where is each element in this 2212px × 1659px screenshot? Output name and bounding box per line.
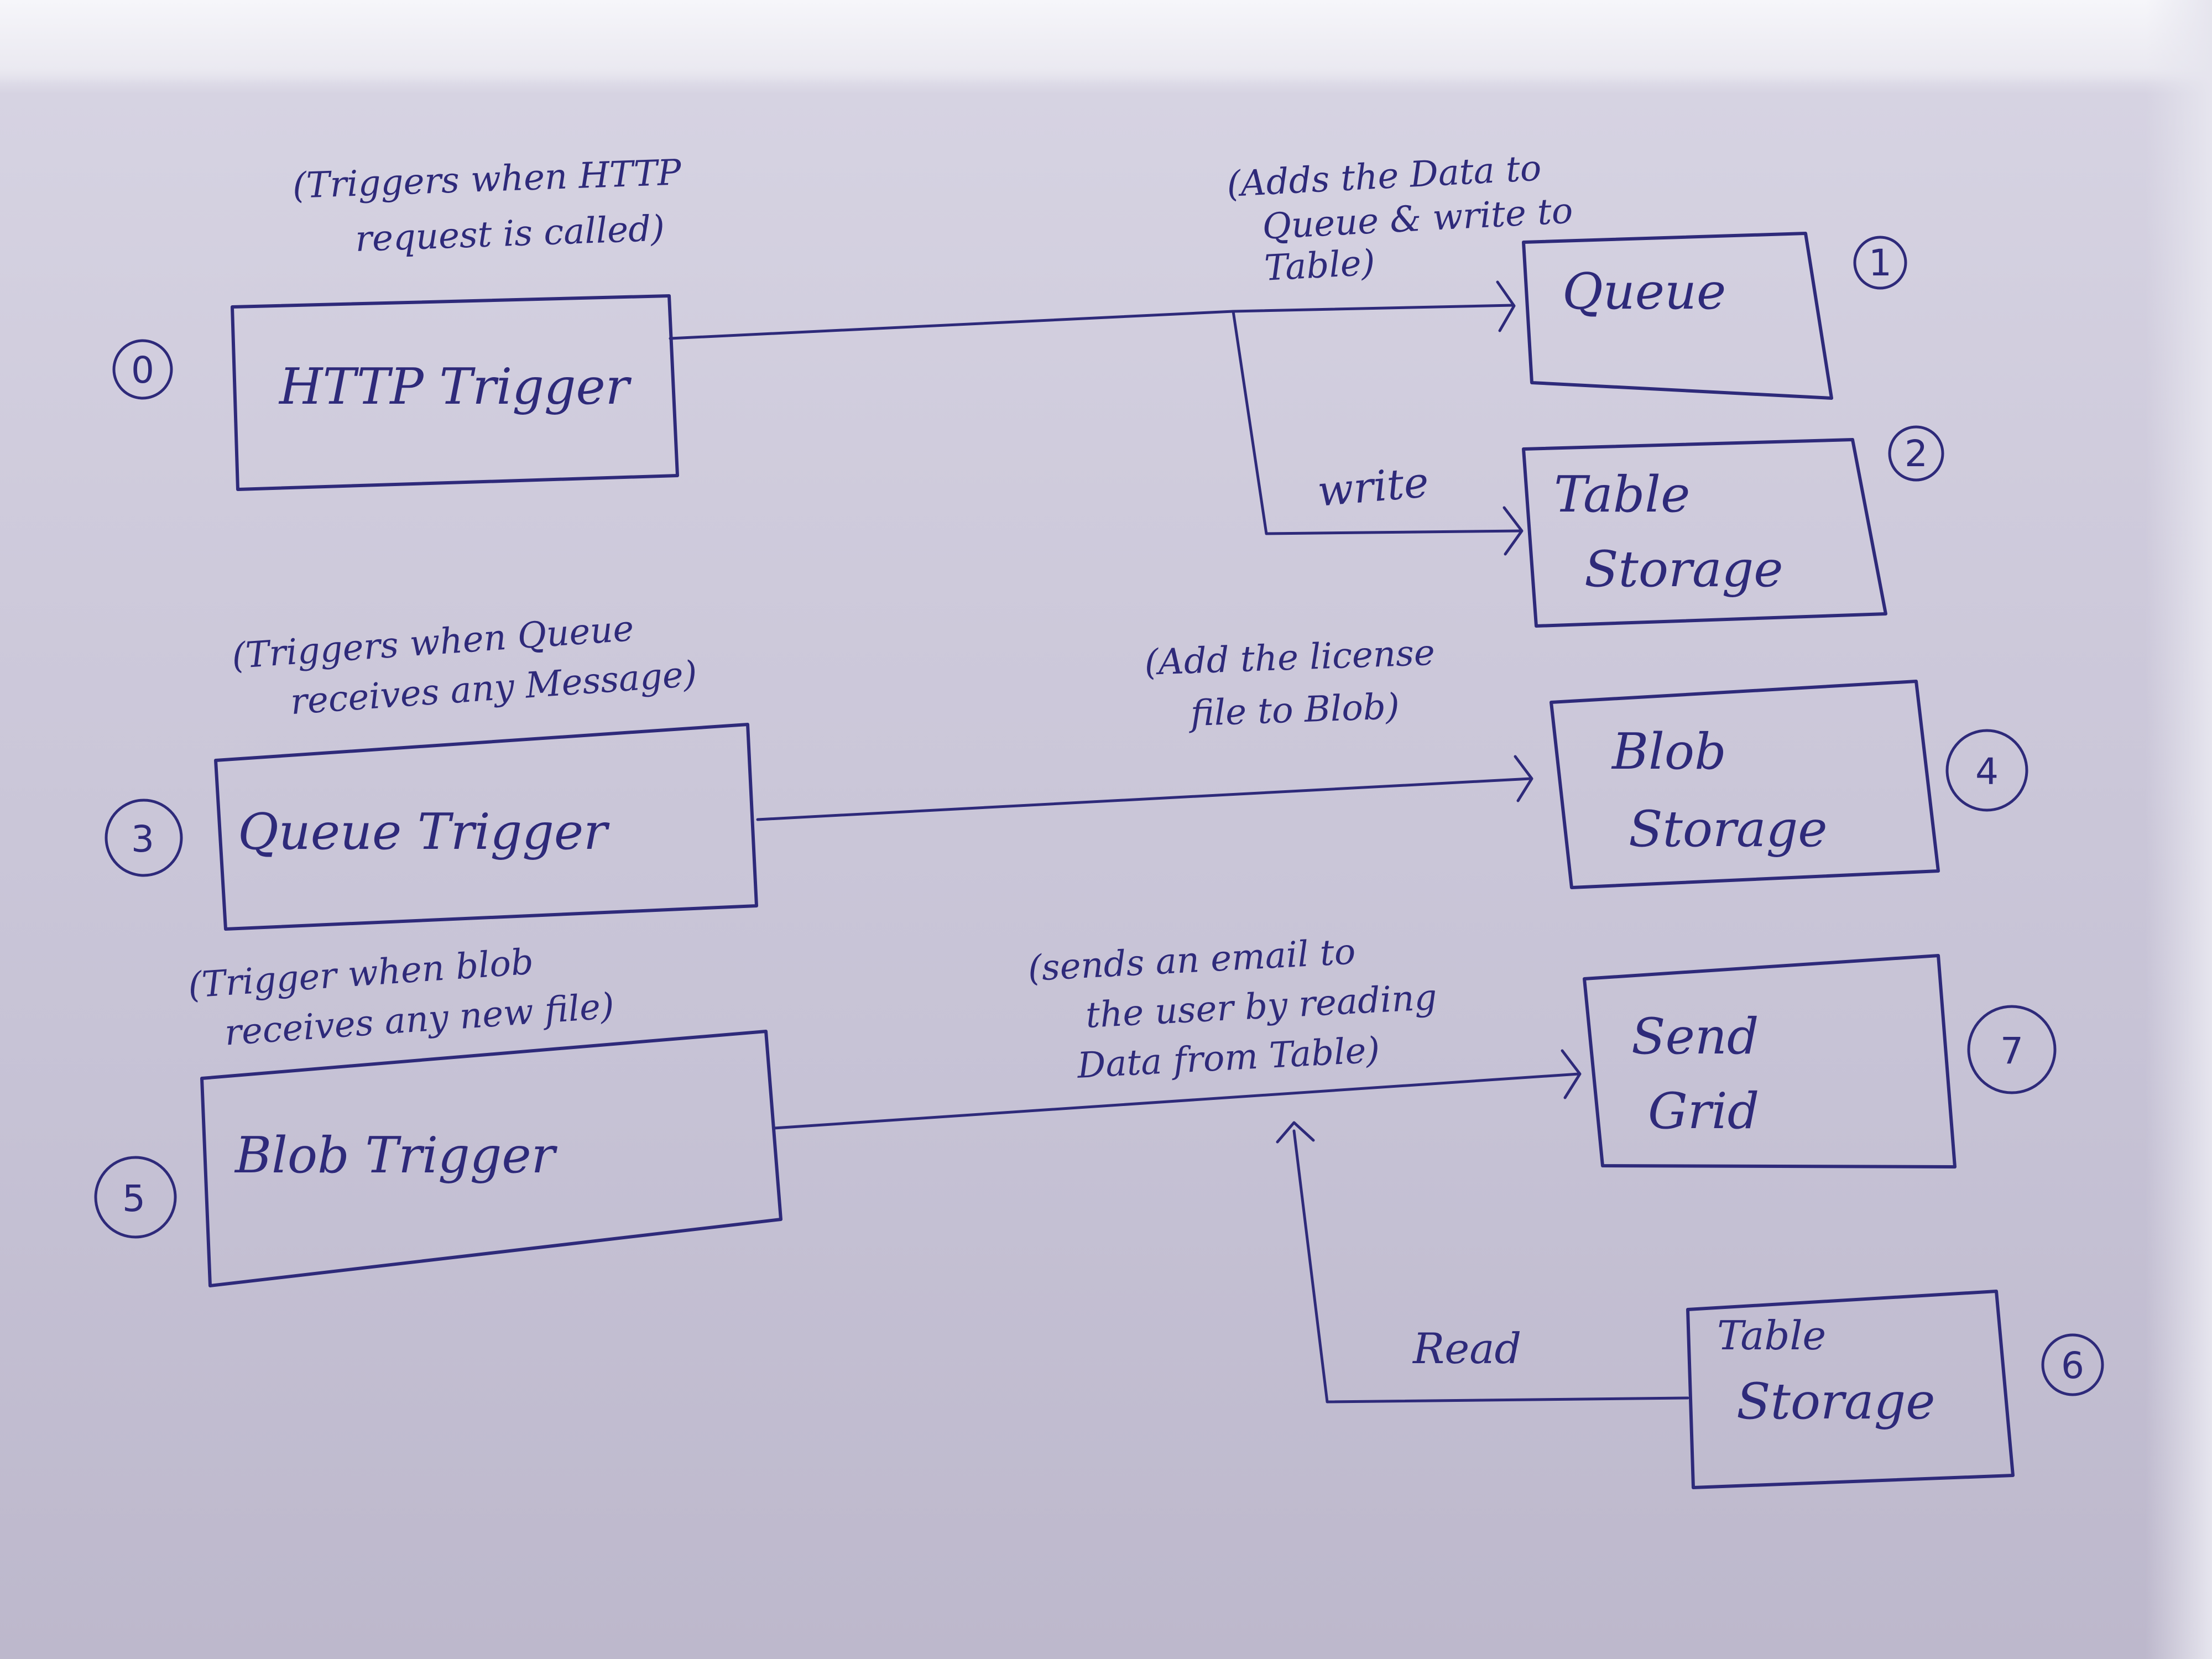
edge-http-to-queue bbox=[669, 280, 1516, 340]
table-storage-1-label-line1: Table bbox=[1554, 466, 1690, 524]
edge-queue-trigger-to-blob-storage bbox=[756, 755, 1533, 821]
svg-text:(Add the license: (Add the license bbox=[1144, 633, 1435, 684]
blob-trigger-label: Blob Trigger bbox=[234, 1126, 558, 1185]
queue-number: 1 bbox=[1853, 236, 1907, 290]
svg-text:1: 1 bbox=[1869, 242, 1892, 284]
edge-table-storage-to-send-grid: Read bbox=[1276, 1121, 1689, 1404]
svg-text:4: 4 bbox=[1975, 750, 1999, 793]
svg-text:(Triggers when HTTP: (Triggers when HTTP bbox=[292, 152, 682, 207]
svg-text:request is called): request is called) bbox=[354, 208, 665, 260]
svg-text:the user by reading: the user by reading bbox=[1084, 977, 1438, 1036]
http-trigger-note: (Triggers when HTTP request is called) bbox=[292, 152, 682, 260]
table-storage-2-label-line2: Storage bbox=[1736, 1373, 1936, 1431]
paper-top-edge bbox=[0, 0, 2212, 83]
queue-trigger-node: Queue Trigger bbox=[214, 723, 758, 931]
write-edge-label: write bbox=[1316, 457, 1431, 516]
edge-blob-trigger-to-send-grid bbox=[773, 1049, 1582, 1130]
queue-note: (Adds the Data to Queue & write to Table… bbox=[1226, 148, 1574, 289]
table-storage-2-node: Table Storage bbox=[1686, 1290, 2015, 1489]
blob-storage-number: 4 bbox=[1945, 729, 2028, 812]
blob-trigger-node: Blob Trigger bbox=[200, 1030, 782, 1287]
send-grid-number: 7 bbox=[1967, 1005, 2057, 1094]
svg-text:6: 6 bbox=[2061, 1344, 2084, 1387]
queue-trigger-number: 3 bbox=[105, 799, 183, 877]
svg-text:5: 5 bbox=[122, 1177, 145, 1220]
svg-text:0: 0 bbox=[131, 349, 154, 392]
http-trigger-label: HTTP Trigger bbox=[278, 358, 632, 416]
svg-text:3: 3 bbox=[131, 818, 154, 860]
svg-text:file to Blob): file to Blob) bbox=[1188, 686, 1400, 734]
table-storage-2-label-line1: Table bbox=[1717, 1312, 1826, 1359]
http-trigger-number: 0 bbox=[112, 339, 173, 400]
blob-storage-note: (Add the license file to Blob) bbox=[1144, 633, 1435, 735]
table-storage-1-node: Table Storage bbox=[1522, 438, 1887, 628]
table-storage-2-number: 6 bbox=[2041, 1333, 2104, 1396]
svg-text:7: 7 bbox=[2000, 1030, 2023, 1072]
paper-right-edge bbox=[2146, 0, 2212, 1659]
svg-text:2: 2 bbox=[1905, 432, 1928, 475]
send-grid-label-line2: Grid bbox=[1648, 1082, 1759, 1140]
read-edge-label: Read bbox=[1412, 1324, 1521, 1373]
blob-storage-label-line2: Storage bbox=[1629, 800, 1828, 858]
send-grid-node: Send Grid bbox=[1583, 954, 1957, 1168]
http-trigger-node: HTTP Trigger bbox=[231, 294, 679, 491]
table-storage-1-label-line2: Storage bbox=[1584, 540, 1783, 598]
blob-trigger-number: 5 bbox=[94, 1156, 177, 1239]
blob-storage-label-line1: Blob bbox=[1611, 723, 1726, 781]
edge-http-to-table-storage: write bbox=[1232, 310, 1524, 556]
blob-trigger-note: (Trigger when blob receives any new file… bbox=[187, 942, 616, 1054]
queue-trigger-note: (Triggers when Queue receives any Messag… bbox=[231, 608, 698, 723]
send-grid-label-line1: Send bbox=[1631, 1008, 1759, 1066]
svg-text:Table): Table) bbox=[1264, 242, 1376, 289]
queue-label: Queue bbox=[1562, 263, 1726, 321]
svg-text:(sends an email to: (sends an email to bbox=[1027, 931, 1357, 989]
queue-trigger-label: Queue Trigger bbox=[238, 803, 610, 861]
send-grid-note: (sends an email to the user by reading D… bbox=[1027, 931, 1438, 1087]
blob-storage-node: Blob Storage bbox=[1550, 680, 1940, 889]
queue-node: Queue bbox=[1522, 232, 1833, 400]
svg-text:Data from Table): Data from Table) bbox=[1076, 1030, 1381, 1087]
table-storage-1-number: 2 bbox=[1888, 425, 1944, 482]
